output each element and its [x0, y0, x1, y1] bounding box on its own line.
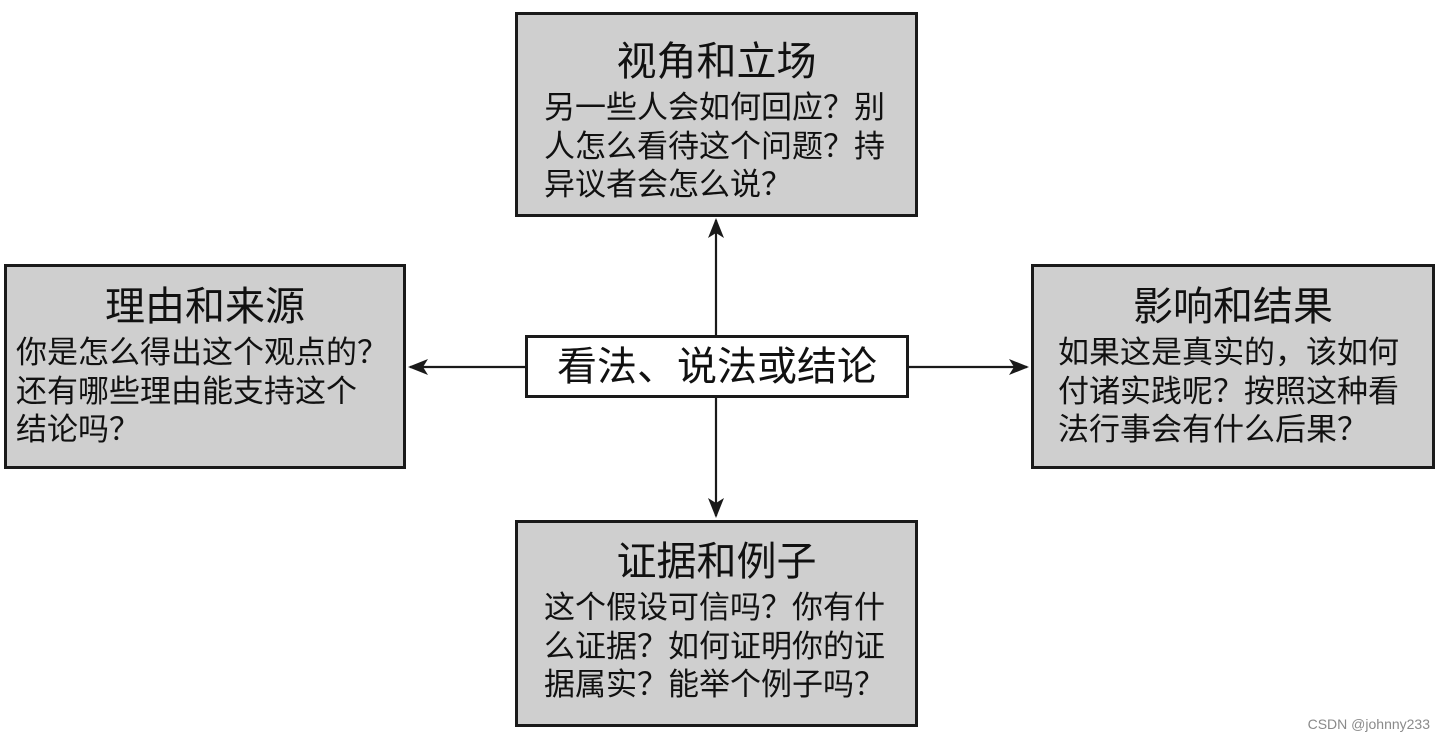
perspective-title: 视角和立场 — [616, 39, 817, 85]
arrowhead-top — [708, 218, 724, 238]
consequences-title: 影响和结果 — [1133, 284, 1333, 330]
central-claim-text: 看法、说法或结论 — [557, 343, 877, 390]
arrowhead-bottom — [708, 498, 724, 518]
perspective-box: 视角和立场 另一些人会如何回应？别 人怎么看待这个问题？持 异议者会怎么说？ — [515, 12, 918, 217]
reasons-box: 理由和来源 你是怎么得出这个观点的？ 还有哪些理由能支持这个 结论吗？ — [4, 264, 406, 469]
watermark: CSDN @johnny233 — [1307, 716, 1430, 732]
reasons-body: 你是怎么得出这个观点的？ 还有哪些理由能支持这个 结论吗？ — [7, 330, 403, 450]
central-claim-box: 看法、说法或结论 — [525, 335, 909, 398]
evidence-body: 这个假设可信吗？你有什 么证据？如何证明你的证 据属实？能举个例子吗？ — [518, 585, 915, 705]
reasons-title: 理由和来源 — [105, 284, 305, 330]
perspective-line-2: 人怎么看待这个问题？持 — [544, 128, 885, 165]
reasons-line-1: 你是怎么得出这个观点的？ — [16, 335, 388, 371]
consequences-body: 如果这是真实的，该如何 付诸实践呢？按照这种看 法行事会有什么后果？ — [1034, 330, 1432, 450]
perspective-line-1: 另一些人会如何回应？别 — [544, 90, 885, 126]
perspective-line-3: 异议者会怎么说？ — [544, 167, 792, 203]
evidence-line-2: 么证据？如何证明你的证 — [544, 628, 885, 665]
perspective-body: 另一些人会如何回应？别 人怎么看待这个问题？持 异议者会怎么说？ — [518, 85, 915, 205]
arrowhead-left — [408, 359, 428, 375]
reasons-line-2: 还有哪些理由能支持这个 — [16, 373, 357, 410]
consequences-line-2: 付诸实践呢？按照这种看 — [1058, 373, 1399, 410]
consequences-line-1: 如果这是真实的，该如何 — [1058, 335, 1399, 371]
evidence-box: 证据和例子 这个假设可信吗？你有什 么证据？如何证明你的证 据属实？能举个例子吗… — [515, 520, 918, 727]
reasons-line-3: 结论吗？ — [16, 412, 140, 448]
evidence-title: 证据和例子 — [616, 539, 817, 585]
arrowhead-right — [1009, 359, 1029, 375]
consequences-box: 影响和结果 如果这是真实的，该如何 付诸实践呢？按照这种看 法行事会有什么后果？ — [1031, 264, 1435, 469]
evidence-line-1: 这个假设可信吗？你有什 — [544, 590, 885, 626]
evidence-line-3: 据属实？能举个例子吗？ — [544, 667, 885, 703]
consequences-line-3: 法行事会有什么后果？ — [1058, 412, 1368, 448]
